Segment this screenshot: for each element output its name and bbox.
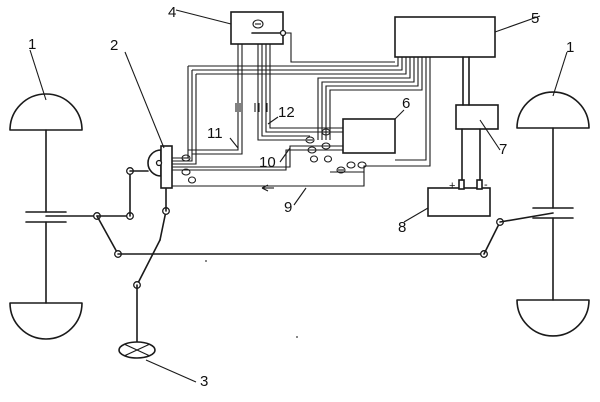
callout-1-right: 1 bbox=[566, 39, 574, 56]
right-wheel-assembly bbox=[516, 91, 590, 337]
callout-4: 4 bbox=[168, 4, 176, 21]
sensor-2 bbox=[147, 145, 173, 189]
battery-8-body bbox=[427, 187, 491, 217]
callout-8: 8 bbox=[398, 219, 406, 236]
connector-terminals bbox=[181, 128, 367, 184]
power-wiring bbox=[461, 56, 481, 181]
wire-bundle bbox=[172, 32, 431, 187]
callout-3: 3 bbox=[200, 373, 208, 390]
callout-labels: 1 1 2 3 4 5 6 7 8 9 10 11 12 bbox=[28, 4, 574, 390]
callout-11: 11 bbox=[207, 125, 223, 142]
callout-12: 12 bbox=[278, 104, 295, 121]
control-box-4-body bbox=[230, 11, 284, 45]
battery-minus-sign: - bbox=[484, 179, 488, 191]
battery-8: + - bbox=[427, 179, 491, 217]
callout-6: 6 bbox=[402, 95, 410, 112]
left-lower-wheel-dome bbox=[9, 302, 83, 340]
left-upper-wheel-dome bbox=[9, 93, 83, 131]
callout-1-left: 1 bbox=[28, 36, 36, 53]
right-upper-wheel-dome bbox=[516, 91, 590, 129]
control-box-4 bbox=[230, 11, 287, 45]
callout-9: 9 bbox=[284, 199, 292, 216]
callout-2: 2 bbox=[110, 37, 118, 54]
right-lower-wheel-dome bbox=[516, 299, 590, 337]
battery-plus-sign: + bbox=[449, 180, 455, 192]
signal-arrow bbox=[261, 184, 274, 192]
callout-7: 7 bbox=[499, 141, 507, 158]
sensor-body bbox=[160, 145, 173, 189]
callout-5: 5 bbox=[531, 10, 539, 27]
relay-7 bbox=[455, 104, 499, 130]
main-controller-5 bbox=[394, 16, 496, 58]
module-6 bbox=[342, 118, 396, 154]
callout-10: 10 bbox=[259, 154, 276, 171]
chassis-wiring bbox=[45, 167, 554, 343]
leader-lines bbox=[29, 9, 568, 383]
sensor-head bbox=[147, 149, 162, 177]
left-wheel-assembly bbox=[9, 93, 83, 340]
lamp-3 bbox=[118, 341, 156, 359]
